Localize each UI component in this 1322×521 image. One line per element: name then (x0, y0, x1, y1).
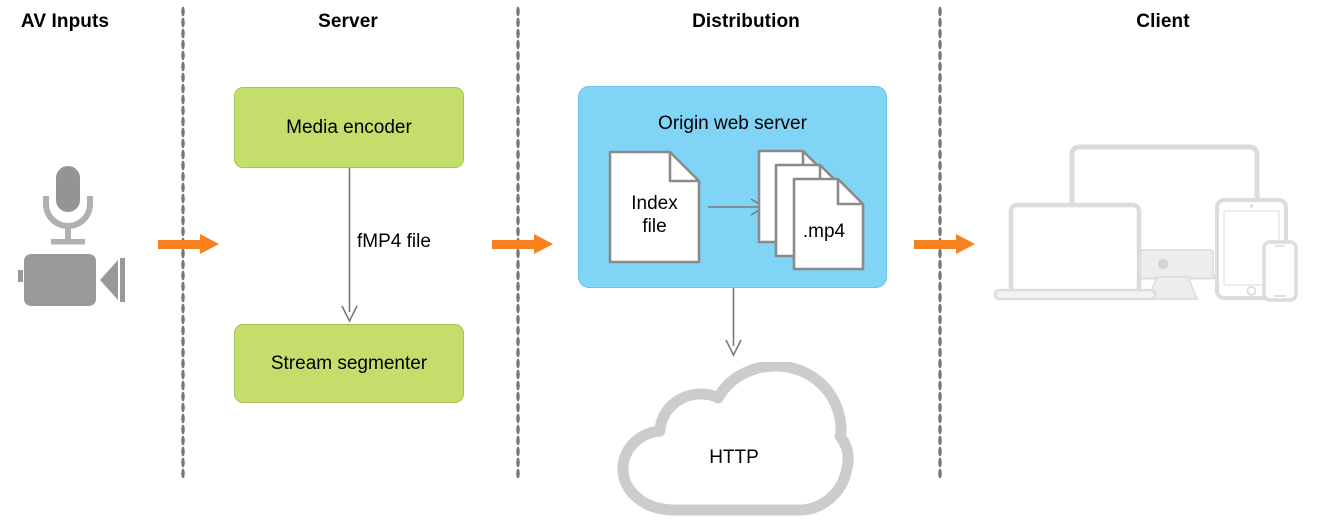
connector-origin-to-cloud (725, 288, 742, 357)
av-inputs-group (14, 160, 144, 306)
connector-encoder-to-segmenter (341, 168, 358, 323)
column-header-distribution: Distribution (692, 11, 800, 32)
video-camera-icon (18, 254, 125, 306)
arrow-server-to-distribution (492, 234, 553, 254)
column-header-client: Client (1136, 11, 1190, 32)
client-devices-group[interactable] (975, 138, 1305, 313)
process-box-stream-segmenter-label: Stream segmenter (270, 352, 428, 374)
arrow-inputs-to-server (158, 234, 219, 254)
smartphone-icon (1262, 240, 1298, 302)
http-cloud[interactable]: HTTP (614, 360, 854, 517)
process-box-stream-segmenter[interactable]: Stream segmenter (234, 324, 464, 403)
connector-label-fmp4-file: fMP4 file (357, 231, 431, 252)
column-header-server: Server (318, 11, 378, 32)
origin-web-server-title: Origin web server (658, 113, 807, 134)
file-icon-mp4-stack[interactable]: .mp4 (756, 148, 868, 272)
column-header-av-inputs: AV Inputs (20, 11, 110, 32)
cloud-icon (617, 360, 854, 516)
process-box-media-encoder-label: Media encoder (286, 116, 412, 138)
document-icon (608, 150, 701, 264)
laptop-icon (993, 202, 1157, 301)
process-box-media-encoder[interactable]: Media encoder (234, 87, 464, 168)
cloud-label-http: HTTP (709, 447, 759, 468)
document-stack-icon (757, 149, 865, 271)
microphone-icon (43, 166, 93, 245)
file-icon-index-file[interactable]: Index file (608, 150, 701, 264)
device-cluster-icon (993, 144, 1298, 302)
arrow-distribution-to-client (914, 234, 975, 254)
